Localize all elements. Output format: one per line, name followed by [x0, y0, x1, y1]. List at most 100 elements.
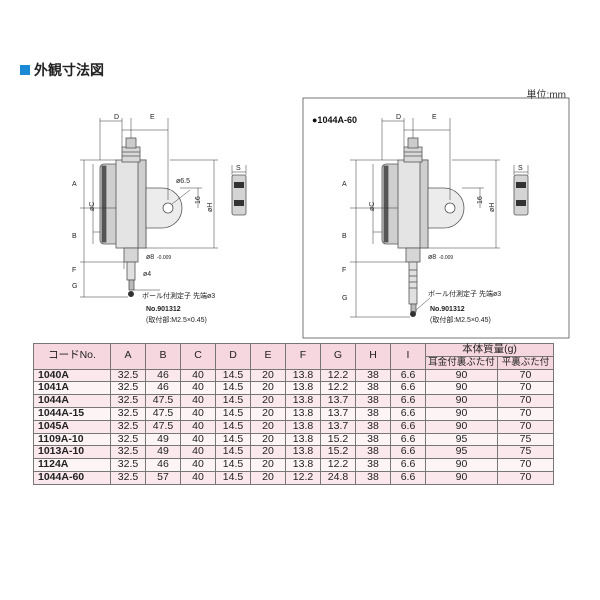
- left-dimension-lines: [80, 118, 247, 298]
- value-cell: 38: [355, 406, 391, 421]
- value-cell: 40: [180, 458, 216, 472]
- value-cell: 20: [250, 381, 286, 396]
- dim-c-label-right: øC: [369, 202, 376, 211]
- value-cell: 57: [145, 470, 181, 485]
- unit-label: 単位:mm: [526, 90, 566, 101]
- value-cell: 49: [145, 445, 181, 460]
- model-frame: [302, 97, 570, 339]
- stem-dia-label-right: ø8: [428, 254, 436, 261]
- stem-tol-label-right: -0.009: [439, 255, 453, 261]
- value-cell: 70: [497, 368, 554, 383]
- header-mass-flat: 平裏ぶた付: [497, 355, 554, 370]
- value-cell: 14.5: [215, 470, 251, 485]
- dim-f-label: F: [72, 267, 76, 274]
- value-cell: 38: [355, 381, 391, 396]
- header-c: C: [180, 343, 216, 370]
- heading-text: 外観寸法図: [34, 62, 104, 78]
- hole-dia-label: ø6.5: [176, 178, 190, 185]
- spec-table: コードNo. A B C D E F G H I 本体質量(g) 耳金付裏ぶた付…: [33, 343, 554, 485]
- value-cell: 6.6: [390, 470, 426, 485]
- value-cell: 13.8: [285, 458, 321, 472]
- value-cell: 20: [250, 458, 286, 472]
- value-cell: 20: [250, 445, 286, 460]
- dim-b-label: B: [72, 233, 77, 240]
- code-cell: 1044A: [33, 394, 111, 408]
- value-cell: 38: [355, 458, 391, 472]
- header-h: H: [355, 343, 391, 370]
- value-cell: 12.2: [320, 458, 356, 472]
- value-cell: 46: [145, 458, 181, 472]
- value-cell: 6.6: [390, 406, 426, 421]
- value-cell: 24.8: [320, 470, 356, 485]
- header-mass-lug: 耳金付裏ぶた付: [425, 355, 498, 370]
- dim-g-label: G: [72, 283, 77, 290]
- value-cell: 40: [180, 406, 216, 421]
- value-cell: 13.8: [285, 368, 321, 383]
- code-cell: 1044A-15: [33, 406, 111, 421]
- value-cell: 14.5: [215, 458, 251, 472]
- value-cell: 46: [145, 381, 181, 396]
- value-cell: 32.5: [110, 381, 146, 396]
- dim-16-label-right: 16: [477, 196, 484, 204]
- value-cell: 90: [425, 458, 498, 472]
- dim-s-label: S: [236, 165, 241, 172]
- heading-marker-icon: [20, 65, 30, 75]
- value-cell: 20: [250, 394, 286, 408]
- probe-note-left: ボール付測定子 先端ø3: [142, 291, 215, 300]
- value-cell: 13.8: [285, 419, 321, 434]
- value-cell: 12.2: [320, 381, 356, 396]
- dim-s-label-right: S: [518, 165, 523, 172]
- value-cell: 40: [180, 381, 216, 396]
- value-cell: 38: [355, 470, 391, 485]
- value-cell: 40: [180, 394, 216, 408]
- header-i: I: [390, 343, 426, 370]
- right-drawing: [381, 137, 529, 317]
- value-cell: 75: [497, 445, 554, 460]
- code-cell: 1040A: [33, 368, 111, 383]
- value-cell: 90: [425, 381, 498, 396]
- value-cell: 13.8: [285, 381, 321, 396]
- value-cell: 38: [355, 394, 391, 408]
- value-cell: 6.6: [390, 381, 426, 396]
- value-cell: 70: [497, 381, 554, 396]
- value-cell: 38: [355, 445, 391, 460]
- stem-tol-label: -0.009: [157, 255, 171, 261]
- dim-h-label: øH: [207, 203, 214, 212]
- value-cell: 47.5: [145, 419, 181, 434]
- code-cell: 1041A: [33, 381, 111, 396]
- dim-b-label-right: B: [342, 233, 347, 240]
- value-cell: 6.6: [390, 419, 426, 434]
- value-cell: 90: [425, 419, 498, 434]
- value-cell: 47.5: [145, 394, 181, 408]
- header-mass: 本体質量(g): [425, 343, 554, 357]
- value-cell: 90: [425, 394, 498, 408]
- value-cell: 75: [497, 432, 554, 447]
- value-cell: 32.5: [110, 394, 146, 408]
- value-cell: 40: [180, 432, 216, 447]
- value-cell: 32.5: [110, 419, 146, 434]
- dim-d-label: D: [114, 114, 119, 121]
- value-cell: 40: [180, 368, 216, 383]
- value-cell: 13.8: [285, 406, 321, 421]
- value-cell: 70: [497, 406, 554, 421]
- value-cell: 20: [250, 419, 286, 434]
- dimension-drawing: D E A B øC F G øH 16 S ø6.5 ø8 -0.009 ø4…: [72, 97, 570, 339]
- dim-16-label: 16: [195, 196, 202, 204]
- value-cell: 38: [355, 419, 391, 434]
- dim-h-label-right: øH: [489, 203, 496, 212]
- value-cell: 20: [250, 432, 286, 447]
- value-cell: 14.5: [215, 419, 251, 434]
- value-cell: 40: [180, 470, 216, 485]
- value-cell: 12.2: [285, 470, 321, 485]
- dim-e-label: E: [150, 114, 155, 121]
- value-cell: 14.5: [215, 368, 251, 383]
- value-cell: 15.2: [320, 445, 356, 460]
- value-cell: 20: [250, 368, 286, 383]
- value-cell: 90: [425, 406, 498, 421]
- left-dim-labels: D E A B øC F G øH 16 S ø6.5 ø8 -0.009 ø4…: [72, 114, 241, 324]
- value-cell: 90: [425, 368, 498, 383]
